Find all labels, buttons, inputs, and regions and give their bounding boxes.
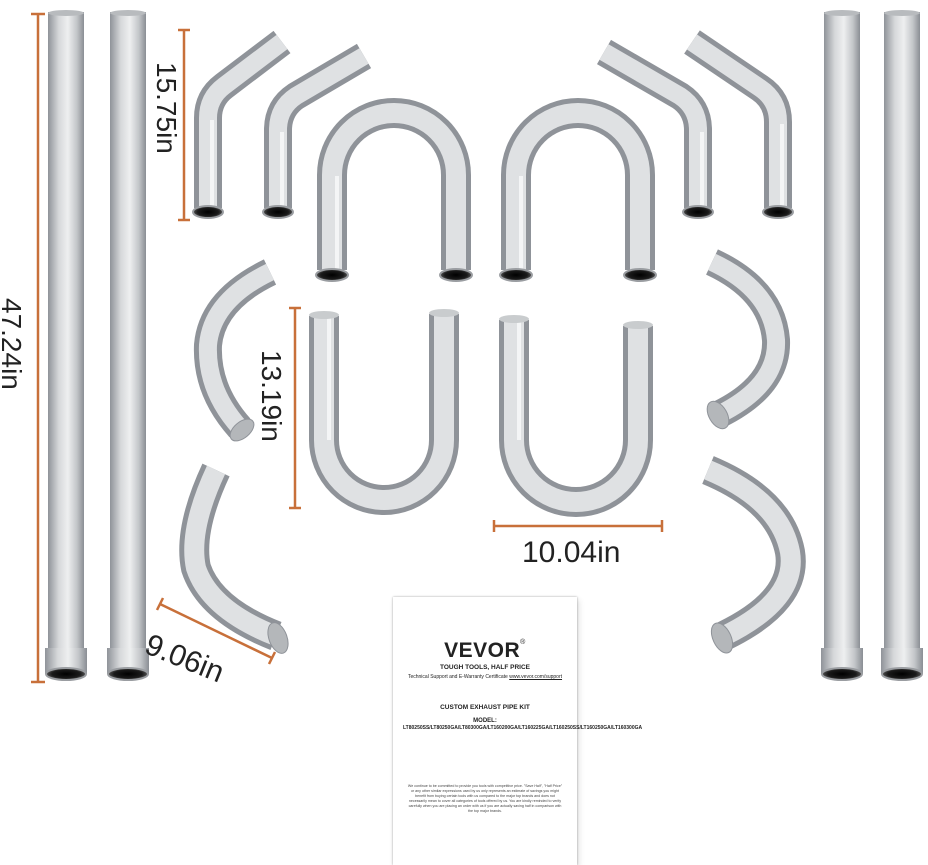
disclaimer-text: We continue to be committed to provide y… (407, 783, 563, 813)
support-line: Technical Support and E-Warranty Certifi… (407, 674, 563, 680)
elbow-pipe (702, 456, 806, 654)
dimension-label-angle-bend: 15.75in (151, 62, 182, 154)
dimension-label-long: 47.24in (0, 298, 27, 390)
angle-bend-pipe (192, 30, 291, 219)
dimension-label-u-width: 10.04in (522, 536, 621, 569)
dimension-line-u-width (492, 520, 664, 532)
kit-title: CUSTOM EXHAUST PIPE KIT (440, 704, 530, 711)
elbow-pipe (193, 259, 277, 442)
straight-pipe-right-1 (821, 10, 863, 681)
elbow-pipe (705, 249, 791, 430)
model-label: MODEL: (473, 718, 497, 724)
dimension-line-u-height (289, 306, 301, 510)
u-bend-pipe (499, 98, 657, 282)
u-bend-pipe (315, 98, 473, 282)
dimension-line-angle-bend (178, 28, 190, 222)
brand-logo: VEVOR® (444, 639, 526, 662)
dimension-label-u-height: 13.19in (256, 350, 287, 442)
model-codes: LT80250SS/LT80250GA/LT80300GA/LT160200GA… (403, 725, 643, 731)
straight-pipe-left-2 (107, 10, 149, 681)
elbow-pipe (179, 463, 289, 654)
straight-pipe-left-1 (45, 10, 87, 681)
angle-bend-pipe (596, 39, 714, 219)
angle-bend-pipe (262, 43, 372, 219)
instruction-manual: VEVOR® TOUGH TOOLS, HALF PRICE Technical… (393, 597, 643, 865)
angle-bend-pipe (684, 30, 794, 219)
straight-pipe-right-2 (881, 10, 923, 681)
u-bend-pipe (309, 309, 459, 515)
dimension-line-long (31, 12, 45, 684)
u-bend-pipe (499, 315, 653, 517)
brand-tagline: TOUGH TOOLS, HALF PRICE (439, 664, 531, 671)
dimension-line-elbow (155, 597, 277, 665)
